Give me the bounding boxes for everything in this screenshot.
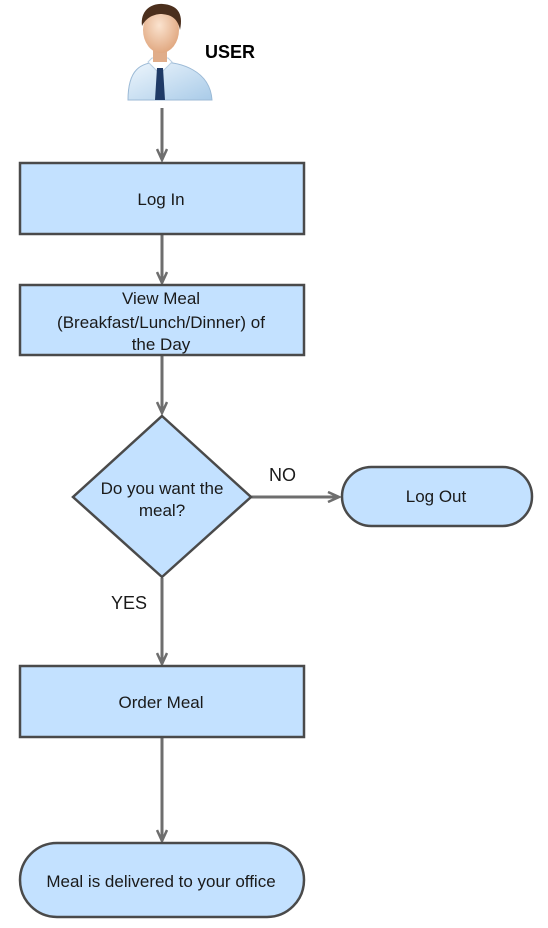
node-view-meal: View Meal (Breakfast/Lunch/Dinner) of th… <box>18 283 306 357</box>
node-order-meal-label: Order Meal <box>118 693 203 712</box>
node-logout-label: Log Out <box>406 487 467 506</box>
node-delivered-label: Meal is delivered to your office <box>46 872 275 891</box>
node-delivered: Meal is delivered to your office <box>18 841 306 919</box>
node-view-meal-line-3: the Day <box>132 335 191 354</box>
node-login-label: Log In <box>137 190 184 209</box>
edge-label-no: NO <box>269 465 296 485</box>
node-view-meal-line-2: (Breakfast/Lunch/Dinner) of <box>57 313 265 332</box>
node-logout: Log Out <box>340 465 534 528</box>
node-order-meal: Order Meal <box>18 664 306 739</box>
node-decision-line-1: Do you want the <box>101 479 224 498</box>
node-decision: Do you want the meal? <box>71 414 253 579</box>
user-avatar-icon <box>127 3 213 101</box>
node-login: Log In <box>18 161 306 236</box>
node-decision-line-2: meal? <box>139 501 185 520</box>
node-view-meal-line-1: View Meal <box>122 289 200 308</box>
edge-label-yes: YES <box>111 593 147 613</box>
user-label: USER <box>205 42 255 62</box>
